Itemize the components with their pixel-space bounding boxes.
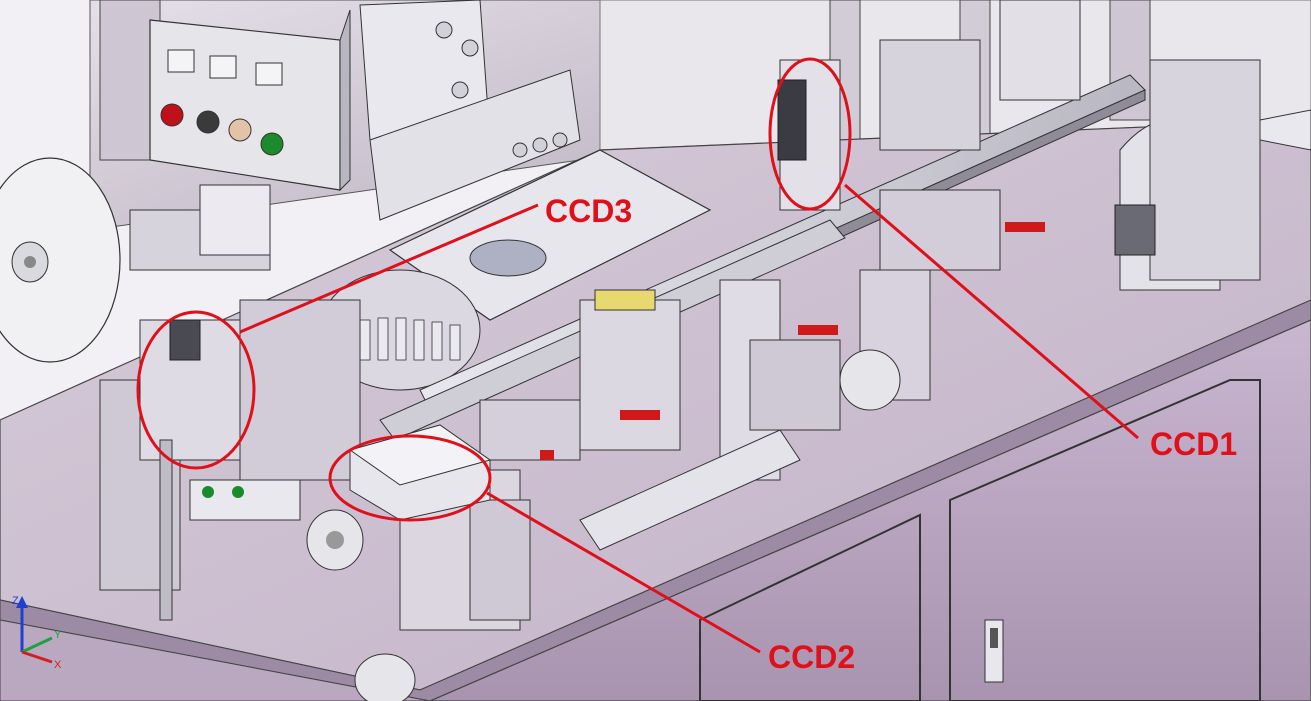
power-supplies — [359, 0, 581, 221]
x-axis-icon — [21, 650, 53, 664]
emergency-stop-icon — [160, 103, 184, 127]
ccd1-leader-line — [844, 183, 1139, 440]
ccd3-highlight-ellipse — [136, 310, 256, 470]
x-axis-label: X — [54, 659, 62, 671]
ccd2-label: CCD2 — [768, 639, 855, 675]
y-axis-label: Y — [54, 629, 62, 641]
tape-reel — [0, 157, 121, 363]
y-axis-icon — [21, 636, 53, 654]
ccd1-label: CCD1 — [1150, 426, 1237, 462]
start-button-icon — [260, 132, 284, 156]
z-axis-label: Z — [12, 595, 19, 607]
ccd3-leader-line — [239, 203, 539, 334]
ccd1-highlight-ellipse — [768, 57, 852, 211]
ccd2-highlight-ellipse — [328, 434, 492, 522]
ccd2-camera-housing — [348, 424, 492, 521]
callout-ccd2: CCD2 — [328, 434, 855, 675]
cabinet — [0, 319, 1311, 701]
cabinet-handle — [984, 619, 1004, 683]
mechanism-right — [777, 0, 1311, 291]
ccd3-label: CCD3 — [545, 193, 632, 229]
mechanism-center — [479, 222, 1045, 551]
mouse-icon — [469, 239, 547, 277]
control-panel — [149, 9, 351, 192]
ccd2-leader-line — [486, 491, 761, 654]
axis-triad: Z Y X — [12, 595, 62, 671]
callout-ccd3: CCD3 — [136, 193, 632, 470]
callout-ccd1: CCD1 — [768, 57, 1237, 462]
mechanism-left — [99, 184, 531, 701]
